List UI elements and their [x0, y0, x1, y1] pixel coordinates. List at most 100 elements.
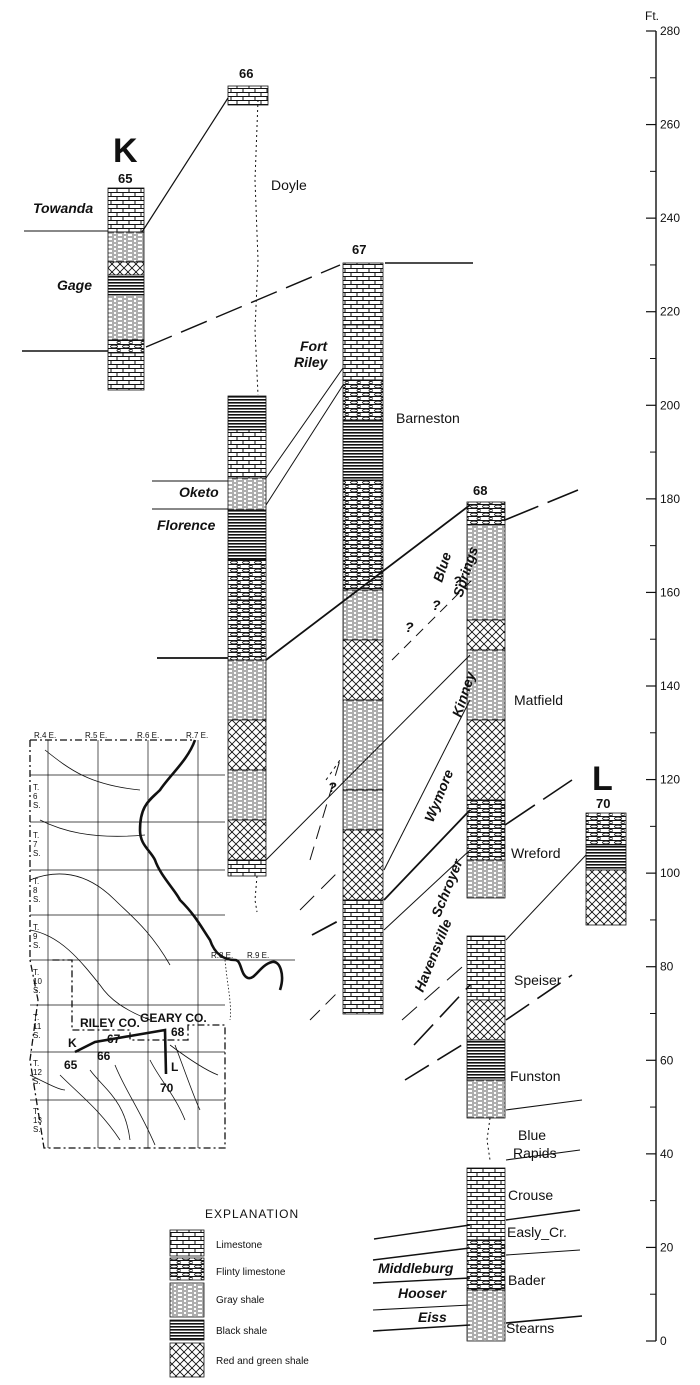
map-county-riley: RILEY CO.: [80, 1016, 140, 1030]
map-township-label: 7: [33, 840, 38, 849]
section-66-top-column: [227, 85, 269, 106]
lithology-bed: [342, 899, 384, 961]
lithology-bed: [227, 719, 267, 771]
scale-tick-label: 120: [660, 773, 680, 787]
label-hooser: Hooser: [398, 1285, 448, 1301]
map-township-label: S.: [33, 1031, 41, 1040]
scale-tick-label: 100: [660, 866, 680, 880]
label-bader: Bader: [508, 1272, 546, 1288]
lithology-bed: [227, 559, 267, 601]
lithology-bed: [227, 85, 269, 106]
lithology-bed: [107, 261, 145, 276]
lithology-bed: [107, 339, 145, 354]
scale-tick-label: 280: [660, 24, 680, 38]
scale-tick-label: 180: [660, 492, 680, 506]
scale-tick-label: 20: [660, 1240, 674, 1254]
section-labels: K 65 66 67 68 L 70: [113, 66, 613, 811]
legend-title: EXPLANATION: [205, 1207, 299, 1221]
map-range-r6e: R.6 E.: [137, 731, 159, 740]
label-fort-riley-2: Riley: [294, 354, 329, 370]
section-70-number: 70: [596, 796, 610, 811]
map-point-68: 68: [171, 1025, 185, 1039]
query-mark-1: ?: [453, 573, 462, 589]
map-township-label: T.: [33, 968, 39, 977]
map-point-66: 66: [97, 1049, 111, 1063]
lithology-bed: [227, 599, 267, 661]
label-fort-riley-1: Fort: [300, 338, 329, 354]
legend-flinty-limestone: Flinty limestone: [216, 1267, 286, 1278]
map-township-label: S.: [33, 941, 41, 950]
label-wymore: Wymore: [421, 767, 457, 824]
map-township-label: S.: [33, 1077, 41, 1086]
section-70-column: [585, 812, 627, 926]
section-68-column: [466, 501, 506, 1342]
scale-tick-label: 0: [660, 1334, 667, 1348]
scale-tick-label: 260: [660, 118, 680, 132]
label-blue-rapids-2: Rapids: [513, 1145, 557, 1161]
lithology-bed: [342, 829, 384, 901]
map-range-r9e: R.9 E.: [247, 951, 269, 960]
lithology-bed: [342, 479, 384, 591]
map-township-label: T.: [33, 923, 39, 932]
scale-tick-label: 200: [660, 398, 680, 412]
label-florence: Florence: [157, 517, 216, 533]
map-range-r4e: R.4 E.: [34, 731, 56, 740]
lithology-bed: [107, 187, 145, 233]
lithology-bed: [107, 231, 145, 263]
label-wreford: Wreford: [511, 845, 561, 861]
legend-swatch-gray-shale: [169, 1282, 205, 1318]
lithology-bed: [342, 639, 384, 701]
lithology-bed: [466, 1289, 506, 1342]
label-gage: Gage: [57, 277, 92, 293]
lithology-bed: [107, 274, 145, 296]
label-blue-springs-1: Blue: [430, 550, 455, 584]
measured-sections: [107, 85, 627, 1342]
index-map: [29, 739, 295, 1149]
label-easly-cr: Easly_Cr.: [507, 1224, 567, 1240]
lithology-bed: [227, 509, 267, 561]
map-township-label: T.: [33, 1013, 39, 1022]
lithology-bed: [227, 769, 267, 821]
lithology-bed: [466, 649, 506, 721]
map-point-l: L: [171, 1060, 178, 1074]
lithology-bed: [466, 799, 506, 861]
legend-swatch-red-green-shale: [169, 1342, 205, 1378]
label-eiss: Eiss: [418, 1309, 447, 1325]
map-township-label: S.: [33, 849, 41, 858]
lithology-bed: [342, 379, 384, 421]
map-township-label: T.: [33, 1059, 39, 1068]
map-township-label: T.: [33, 877, 39, 886]
scale-tick-label: 140: [660, 679, 680, 693]
label-stearns: Stearns: [506, 1320, 554, 1336]
map-township-label: 9: [33, 932, 38, 941]
label-speiser: Speiser: [514, 972, 562, 988]
section-68-number: 68: [473, 483, 487, 498]
label-crouse: Crouse: [508, 1187, 553, 1203]
label-schroyer: Schroyer: [428, 855, 466, 919]
legend-red-green-shale: Red and green shale: [216, 1356, 309, 1367]
section-67-number: 67: [352, 242, 366, 257]
map-point-k: K: [68, 1036, 77, 1050]
map-point-67: 67: [107, 1032, 121, 1046]
lithology-bed: [227, 477, 267, 511]
map-township-label: 13: [33, 1116, 42, 1125]
section-k-letter: K: [113, 132, 138, 170]
lithology-bed: [466, 1039, 506, 1081]
lithology-bed: [107, 352, 145, 391]
lithology-bed: [585, 844, 627, 871]
legend-swatch-black-shale: [169, 1319, 205, 1341]
lithology-bed: [585, 812, 627, 846]
map-township-label: S.: [33, 895, 41, 904]
section-67-column: [342, 262, 384, 1015]
lithology-bed: [466, 859, 506, 899]
lithology-bed: [227, 659, 267, 721]
lithology-bed: [342, 789, 384, 831]
section-l-letter: L: [592, 760, 613, 798]
lithology-bed: [466, 619, 506, 651]
lithology-bed: [227, 395, 267, 431]
section-65-number: 65: [118, 171, 132, 186]
lithology-bed: [342, 959, 384, 1015]
lithology-bed: [466, 999, 506, 1041]
section-66-column: [227, 395, 267, 877]
